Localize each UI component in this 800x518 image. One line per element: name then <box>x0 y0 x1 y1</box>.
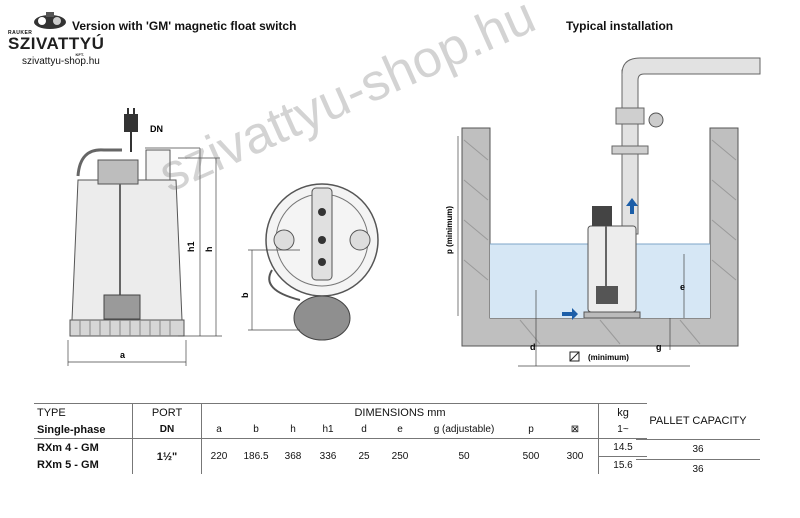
kg-subheader: 1~ <box>598 421 647 439</box>
port-subheader: DN <box>132 421 202 439</box>
right-title: Typical installation <box>566 19 674 33</box>
col-g: g (adjustable) <box>418 421 510 439</box>
label-b: b <box>240 292 250 298</box>
label-h: h <box>204 247 214 253</box>
dim-g: 50 <box>458 451 470 462</box>
label-e: e <box>680 282 685 292</box>
col-d: d <box>346 421 382 439</box>
label-d: d <box>530 342 536 352</box>
dim-e: 250 <box>391 451 409 462</box>
col-box: ⊠ <box>552 421 599 439</box>
dim-a: 220 <box>201 438 236 474</box>
dim-h1: 336 <box>319 451 337 462</box>
pump-logo-icon <box>34 12 66 29</box>
label-dn: DN <box>150 124 163 134</box>
col-h: h <box>276 421 310 439</box>
weight-value: 15.6 <box>598 456 647 474</box>
dim-d: 25 <box>358 451 370 462</box>
table-header-row: TYPE PORT DIMENSIONS mm kg <box>34 403 647 421</box>
col-b: b <box>236 421 276 439</box>
col-a: a <box>201 421 236 439</box>
top-view-drawing: b <box>240 183 379 341</box>
kg-header: kg <box>598 403 647 421</box>
table-row: RXm 4 - GM 1½" 220 186.5 368 336 25 250 … <box>34 438 647 474</box>
col-e: e <box>382 421 418 439</box>
col-p: p <box>510 421 552 439</box>
weight-value: 14.5 <box>598 438 647 457</box>
label-minimum: (minimum) <box>588 353 629 362</box>
dim-p: 500 <box>522 451 540 462</box>
port-value: 1½" <box>132 438 202 474</box>
side-view-drawing: DN h1 h a <box>67 108 222 366</box>
pallet-header: PALLET CAPACITY <box>636 403 760 440</box>
model-name: RXm 4 - GM <box>37 441 99 454</box>
spec-table: TYPE PORT DIMENSIONS mm kg Single-phase … <box>34 403 647 474</box>
logo-name: SZIVATTYÚ <box>8 34 105 53</box>
table-row: RXm 5 - GM 15.6 <box>34 456 647 474</box>
label-a: a <box>120 350 126 360</box>
installation-drawing: p (minimum) e d g (minimum) <box>445 57 761 367</box>
pallet-value: 36 <box>636 439 760 460</box>
company-logo: RAUKER SZIVATTYÚ KFT. <box>8 10 105 57</box>
dim-h: 368 <box>284 451 302 462</box>
logo-suffix: KFT. <box>75 52 84 57</box>
logo-brand: RAUKER <box>8 30 33 36</box>
table-subheader-row: Single-phase DN a b h h1 d e g (adjustab… <box>34 421 647 439</box>
pallet-table: PALLET CAPACITY 36 36 <box>636 403 760 479</box>
technical-drawings: DN h1 h a b <box>67 57 761 367</box>
left-title: Version with 'GM' magnetic float switch <box>72 19 297 33</box>
phase-label: Single-phase <box>34 421 133 439</box>
dim-box: 300 <box>566 451 584 462</box>
pallet-value: 36 <box>692 464 704 475</box>
col-h1: h1 <box>310 421 346 439</box>
label-h1: h1 <box>186 241 196 252</box>
model-name: RXm 5 - GM <box>37 459 99 472</box>
port-header: PORT <box>132 403 202 421</box>
label-g: g <box>656 342 662 352</box>
logo-url: szivattyu-shop.hu <box>22 56 100 67</box>
dimensions-header: DIMENSIONS mm <box>201 403 599 421</box>
type-header: TYPE <box>34 403 133 421</box>
dim-b: 186.5 <box>243 451 269 462</box>
label-p: p (minimum) <box>445 206 454 254</box>
